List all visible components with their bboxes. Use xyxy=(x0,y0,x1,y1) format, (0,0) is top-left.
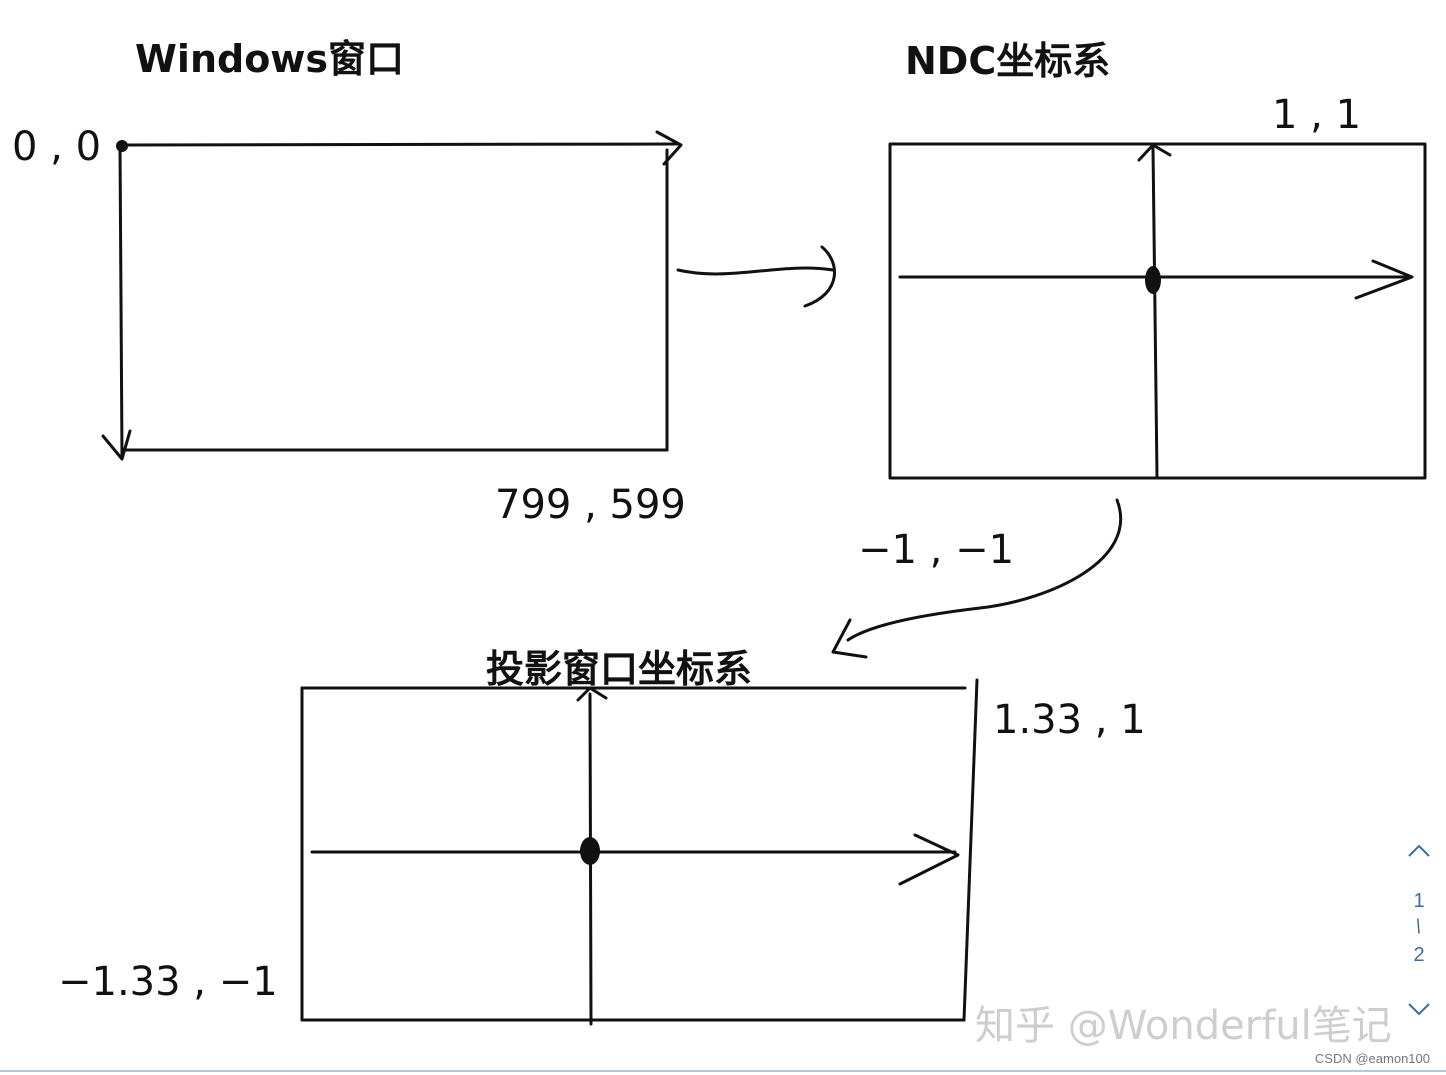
projection-panel xyxy=(300,678,979,1026)
projection-bottom-left-label: −1.33 , −1 xyxy=(58,959,278,1005)
windows-panel xyxy=(101,130,683,461)
credit-label: CSDN @eamon100 xyxy=(1314,1051,1430,1066)
watermark: 知乎 @Wonderful笔记 xyxy=(975,1003,1392,1049)
ndc-frame xyxy=(888,142,1427,480)
ndc-y-axis xyxy=(1151,146,1159,478)
projection-top-right-label: 1.33 , 1 xyxy=(993,697,1146,743)
ndc-origin-dot xyxy=(1145,266,1161,294)
pager-separator: / xyxy=(1412,915,1426,939)
projection-x-arrowhead xyxy=(898,833,960,886)
chevron-down-icon[interactable] xyxy=(1406,996,1432,1022)
pager-current: 1 xyxy=(1413,890,1425,912)
windows-origin-dot xyxy=(116,140,128,152)
chevron-up-icon[interactable] xyxy=(1406,838,1432,864)
page-pager: 1 / 2 xyxy=(1396,830,1446,1030)
ndc-x-arrowhead xyxy=(1354,259,1414,300)
transition-arrow-2 xyxy=(846,498,1123,642)
transition-arrowhead-2 xyxy=(831,618,868,659)
ndc-title: NDC坐标系 xyxy=(905,39,1110,83)
ndc-top-right-label: 1 , 1 xyxy=(1272,92,1361,138)
projection-title: 投影窗口坐标系 xyxy=(486,647,752,691)
windows-x-axis-arrow xyxy=(118,142,680,147)
transition-arrowhead-1 xyxy=(803,245,836,308)
windows-y-arrowhead xyxy=(101,429,132,461)
windows-origin-label: 0 , 0 xyxy=(12,124,101,170)
ndc-y-arrowhead xyxy=(1137,143,1172,162)
projection-right-edge xyxy=(962,678,979,1022)
ndc-bottom-left-label: −1 , −1 xyxy=(858,527,1014,573)
windows-corner-label: 799 , 599 xyxy=(495,482,686,528)
projection-y-arrowhead xyxy=(576,686,608,702)
windows-y-axis-arrow xyxy=(118,143,124,459)
pager-total: 2 xyxy=(1413,944,1425,966)
windows-title: Windows窗口 xyxy=(135,37,404,81)
windows-x-arrowhead xyxy=(655,130,683,166)
transition-arrow-1 xyxy=(676,266,835,276)
projection-origin-dot xyxy=(580,837,600,865)
ndc-panel xyxy=(888,142,1427,480)
bottom-divider xyxy=(0,1070,1446,1072)
